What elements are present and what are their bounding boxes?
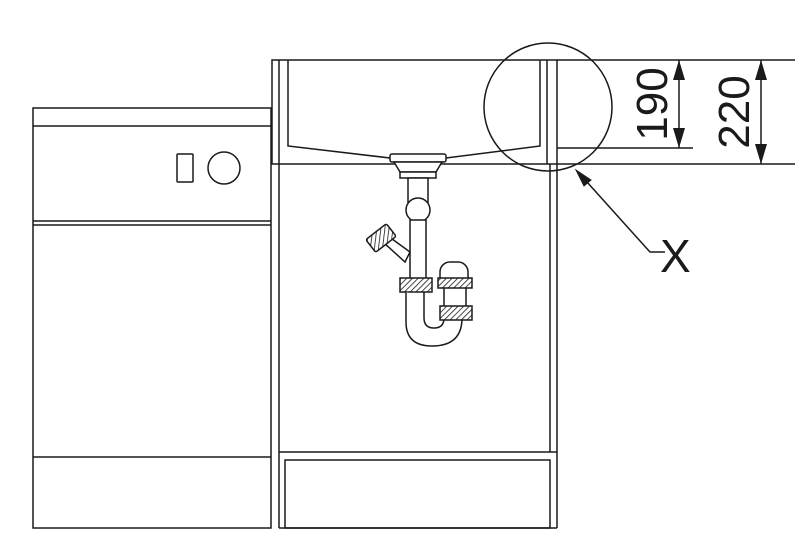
dimension-arrow-icon [673, 60, 685, 80]
drain-siphon-assembly [365, 153, 473, 347]
siphon-nut-right-icon [439, 305, 473, 321]
round-knob-icon [207, 151, 241, 185]
detail-circle [483, 42, 613, 172]
dimension-label-190: 190 [628, 67, 677, 140]
dimension-220: 220 [710, 60, 767, 164]
dimension-label-220: 220 [710, 75, 759, 148]
siphon-nut-top-icon [437, 277, 473, 289]
detail-callout: X [483, 42, 691, 282]
dimension-arrow-icon [673, 128, 685, 148]
dimension-arrow-icon [755, 144, 767, 164]
cabinet-plinth-panel [284, 459, 551, 529]
sink-base-cabinet [278, 164, 558, 529]
sink-bowl [271, 59, 795, 165]
callout-arrow-icon [574, 168, 592, 187]
dishwasher-cabinet [32, 107, 272, 529]
dimension-arrow-icon [755, 60, 767, 80]
square-indicator-icon [176, 153, 194, 183]
dimension-190: 190 [628, 60, 685, 148]
overflow-nut-icon [365, 223, 397, 253]
siphon-nut-left-icon [399, 277, 433, 293]
callout-label: X [660, 230, 691, 282]
